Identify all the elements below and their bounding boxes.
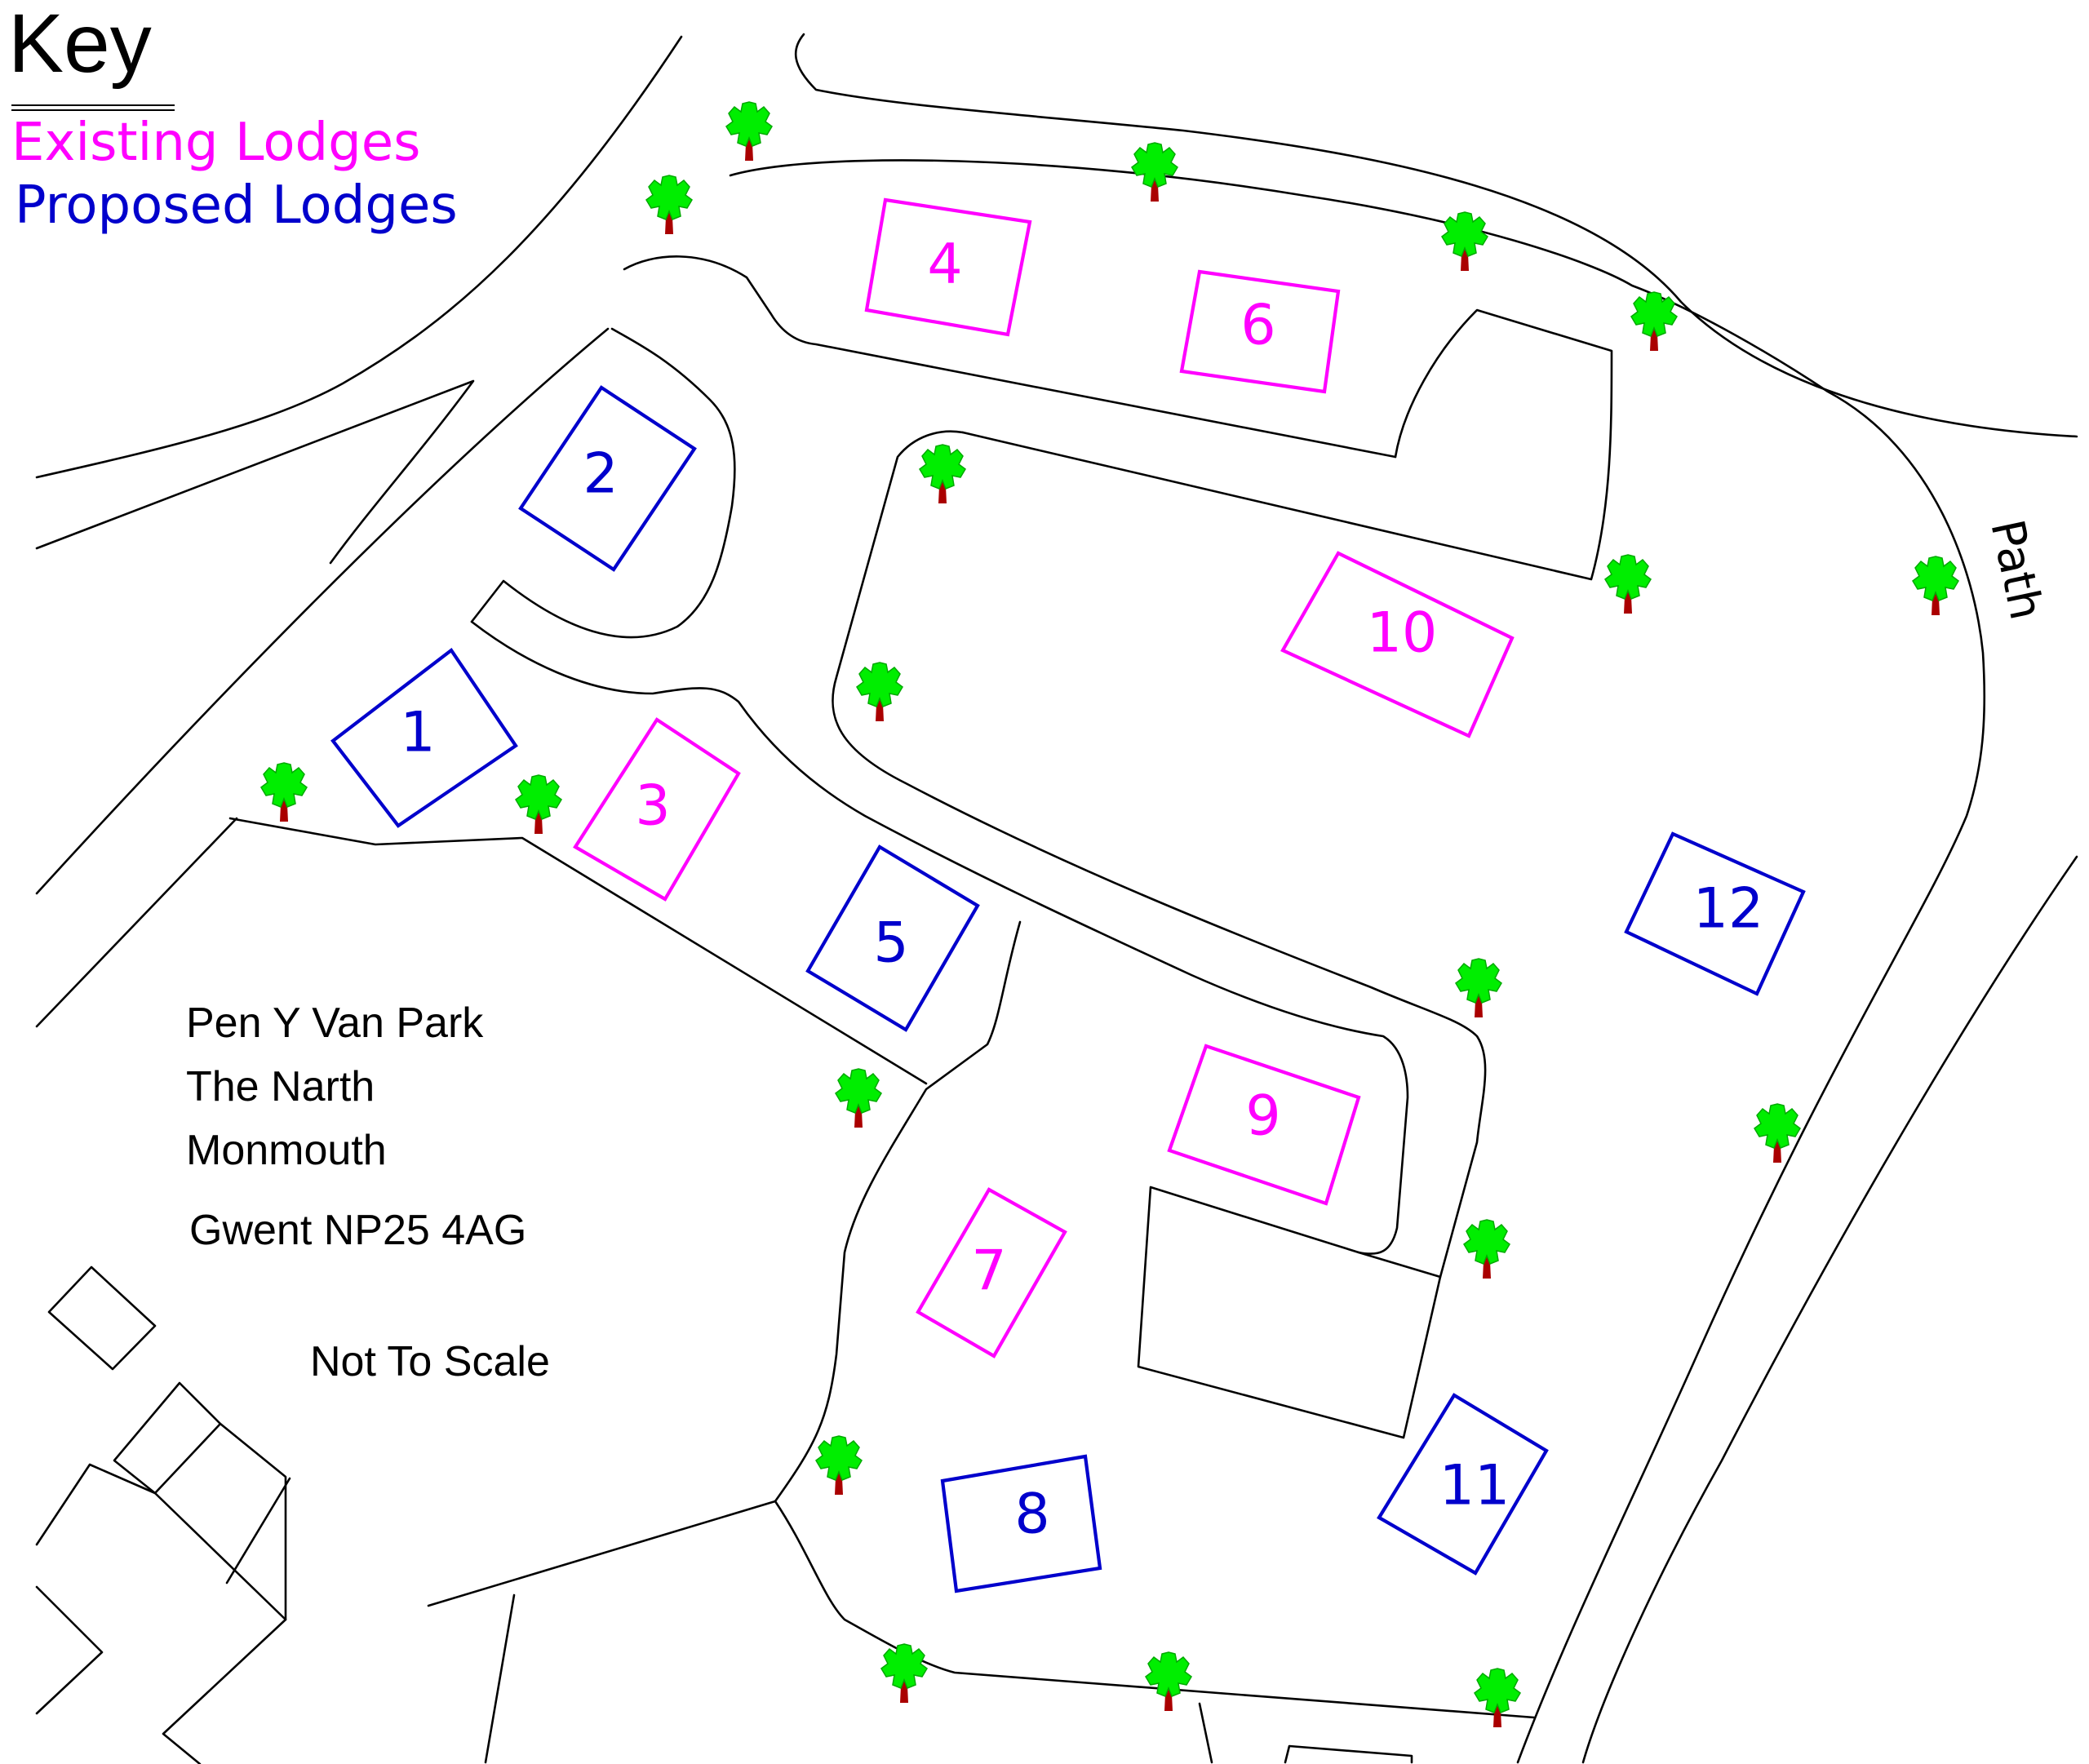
tree-icon xyxy=(1145,1651,1192,1711)
tree-icon xyxy=(880,1643,928,1703)
tree-icon xyxy=(515,774,562,834)
lodge-number: 10 xyxy=(1367,601,1438,666)
scale-note: Not To Scale xyxy=(310,1338,550,1385)
tree-icon xyxy=(1754,1103,1801,1163)
tree-icon xyxy=(856,662,903,721)
tree-icon xyxy=(1441,211,1488,271)
lodge-number: 12 xyxy=(1693,877,1764,942)
lodge-9: 9 xyxy=(1167,1044,1361,1206)
key-underline-second xyxy=(11,109,175,111)
lodge-7: 7 xyxy=(916,1187,1067,1358)
lodge-outline xyxy=(916,1187,1067,1358)
tree-icon xyxy=(725,101,773,161)
lodge-6: 6 xyxy=(1179,269,1341,394)
lodge-outline xyxy=(940,1454,1102,1593)
lodge-number: 5 xyxy=(873,911,908,976)
tree-icon xyxy=(1630,291,1678,351)
lodge-number: 8 xyxy=(1014,1483,1049,1547)
lodge-outline xyxy=(805,844,980,1032)
tree-icon xyxy=(260,762,308,822)
address-line-1: Pen Y Van Park xyxy=(186,999,484,1047)
trees-layer xyxy=(260,101,1959,1727)
lodge-11: 11 xyxy=(1377,1393,1549,1576)
lodge-5: 5 xyxy=(805,844,980,1032)
lodge-number: 1 xyxy=(400,701,435,765)
lodge-number: 7 xyxy=(971,1239,1006,1304)
lodge-outline xyxy=(1377,1393,1549,1576)
lodge-8: 8 xyxy=(940,1454,1102,1593)
lodge-outline xyxy=(518,385,697,572)
tree-icon xyxy=(1912,556,1959,615)
lodge-outline xyxy=(1280,551,1515,738)
address-line-2: The Narth xyxy=(186,1063,375,1110)
key-proposed-lodges: Proposed Lodges xyxy=(15,175,458,236)
tree-icon xyxy=(1474,1668,1521,1727)
lodge-10: 10 xyxy=(1280,551,1515,738)
tree-icon xyxy=(1455,958,1502,1017)
lodge-number: 9 xyxy=(1245,1084,1280,1149)
road-lines xyxy=(35,33,2078,1764)
tree-icon xyxy=(835,1068,882,1128)
lodge-2: 2 xyxy=(518,385,697,572)
tree-icon xyxy=(645,175,693,234)
lodge-outline xyxy=(330,647,518,828)
lodge-outline xyxy=(1167,1044,1361,1206)
tree-icon xyxy=(919,444,966,503)
lodge-number: 2 xyxy=(583,442,618,507)
address-line-3: Monmouth xyxy=(186,1127,387,1174)
lodge-4: 4 xyxy=(864,197,1032,337)
key-existing-lodges: Existing Lodges xyxy=(11,113,421,173)
tree-icon xyxy=(815,1435,863,1495)
lodge-12: 12 xyxy=(1624,831,1806,996)
lodge-number: 11 xyxy=(1439,1454,1510,1518)
address-line-4: Gwent NP25 4AG xyxy=(189,1207,527,1254)
tree-icon xyxy=(1463,1219,1510,1279)
lodge-outline xyxy=(573,717,741,902)
lodge-number: 3 xyxy=(635,774,670,839)
tree-icon xyxy=(1604,554,1652,614)
tree-icon xyxy=(1131,142,1178,202)
lodge-outline xyxy=(864,197,1032,337)
key-underline xyxy=(11,104,175,106)
lodge-number: 6 xyxy=(1240,294,1275,358)
lodge-1: 1 xyxy=(330,647,518,828)
path-label: Path xyxy=(1980,515,2052,624)
key-title: Key xyxy=(8,0,152,90)
lodge-outline xyxy=(1624,831,1806,996)
lodge-outline xyxy=(1179,269,1341,394)
lodge-number: 4 xyxy=(927,233,962,297)
lodge-3: 3 xyxy=(573,717,741,902)
